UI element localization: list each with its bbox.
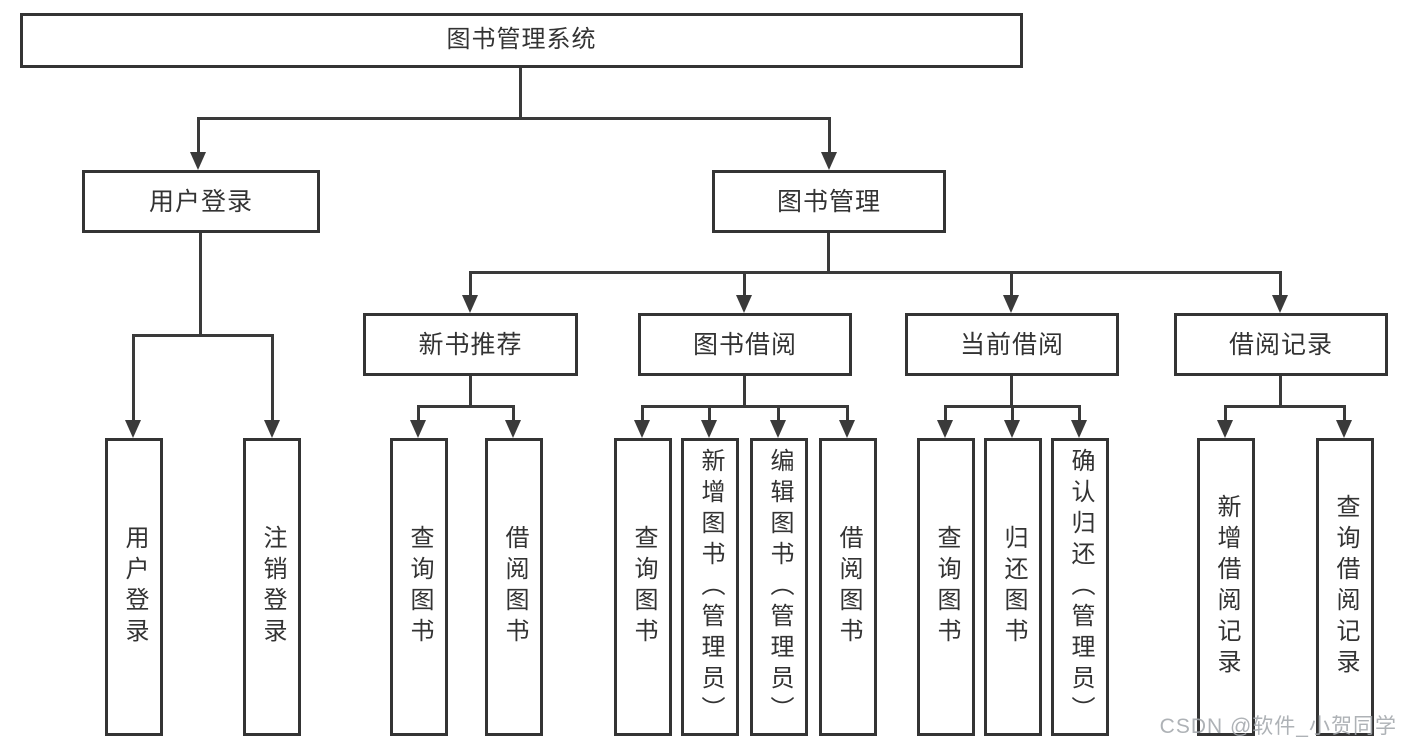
connector-user-split [132, 334, 274, 337]
node-current-confirm-return: 确认归还（管理员） [1051, 438, 1109, 736]
connector-root-drop [519, 68, 522, 120]
connector-records-stem [1279, 271, 1282, 298]
connector-stem [512, 405, 515, 423]
connector-user-stem [197, 117, 200, 155]
csdn-watermark: CSDN @软件_小贺同学 [1159, 715, 1397, 738]
node-user-login: 用户登录 [105, 438, 163, 736]
connector-stem [417, 405, 420, 423]
connector-stem [944, 405, 947, 423]
node-recommend-borrow-book: 借阅图书 [485, 438, 543, 736]
node-borrow-records: 借阅记录 [1174, 313, 1388, 376]
connector-current-stem [1010, 271, 1013, 298]
connector-current-drop [1010, 376, 1013, 408]
arrow-down-icon [462, 295, 478, 313]
arrow-down-icon [1004, 420, 1020, 438]
arrow-down-icon [264, 420, 280, 438]
node-new-book-recommend: 新书推荐 [363, 313, 578, 376]
connector-level2-split [197, 117, 831, 120]
connector-stem [1078, 405, 1081, 423]
node-records-query-record: 查询借阅记录 [1316, 438, 1374, 736]
node-current-query-book: 查询图书 [917, 438, 975, 736]
node-borrow-add-book: 新增图书（管理员） [681, 438, 739, 736]
connector-level3-split [469, 271, 1282, 274]
connector-stem [708, 405, 711, 423]
arrow-down-icon [190, 152, 206, 170]
node-user-logout: 注销登录 [243, 438, 301, 736]
node-book-management: 图书管理 [712, 170, 946, 233]
connector-stem [1343, 405, 1346, 423]
arrow-down-icon [937, 420, 953, 438]
arrow-down-icon [701, 420, 717, 438]
arrow-down-icon [1071, 420, 1087, 438]
connector-recommend-split [417, 405, 515, 408]
arrow-down-icon [505, 420, 521, 438]
connector-user-child1-stem [132, 334, 135, 423]
connector-borrow-split [641, 405, 849, 408]
connector-book-drop [827, 233, 830, 274]
arrow-down-icon [125, 420, 141, 438]
node-book-borrow: 图书借阅 [638, 313, 852, 376]
arrow-down-icon [634, 420, 650, 438]
connector-records-split [1224, 405, 1346, 408]
node-current-borrow: 当前借阅 [905, 313, 1119, 376]
connector-stem [641, 405, 644, 423]
node-recommend-query-book: 查询图书 [390, 438, 448, 736]
connector-stem [1224, 405, 1227, 423]
node-borrow-borrow-book: 借阅图书 [819, 438, 877, 736]
arrow-down-icon [1336, 420, 1352, 438]
connector-recommend-stem [469, 271, 472, 298]
arrow-down-icon [1003, 295, 1019, 313]
connector-user-child2-stem [271, 334, 274, 423]
arrow-down-icon [410, 420, 426, 438]
node-borrow-edit-book: 编辑图书（管理员） [750, 438, 808, 736]
node-borrow-query-book: 查询图书 [614, 438, 672, 736]
node-user-login-module: 用户登录 [82, 170, 320, 233]
connector-stem [777, 405, 780, 423]
arrow-down-icon [821, 152, 837, 170]
arrow-down-icon [770, 420, 786, 438]
arrow-down-icon [1217, 420, 1233, 438]
connector-stem [846, 405, 849, 423]
node-root: 图书管理系统 [20, 13, 1023, 68]
node-current-return-book: 归还图书 [984, 438, 1042, 736]
connector-user-drop [199, 233, 202, 337]
connector-borrow-stem [743, 271, 746, 298]
connector-records-drop [1279, 376, 1282, 408]
arrow-down-icon [736, 295, 752, 313]
connector-book-stem [828, 117, 831, 155]
connector-borrow-drop [743, 376, 746, 408]
connector-stem [1011, 405, 1014, 423]
arrow-down-icon [839, 420, 855, 438]
arrow-down-icon [1272, 295, 1288, 313]
connector-recommend-drop [469, 376, 472, 408]
node-records-add-record: 新增借阅记录 [1197, 438, 1255, 736]
